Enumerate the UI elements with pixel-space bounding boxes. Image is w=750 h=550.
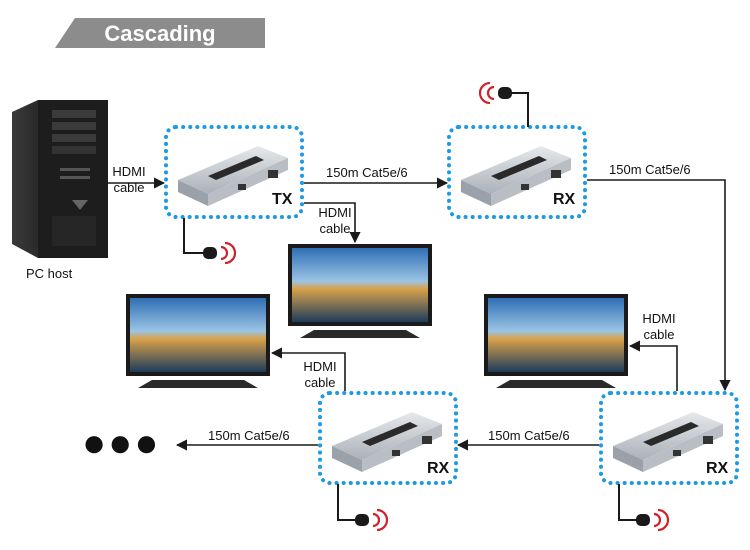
pc-host-icon (12, 100, 108, 258)
tv-right (484, 294, 628, 388)
tv-left (126, 294, 270, 388)
rx3-to-tv-line1: HDMI (642, 311, 676, 326)
arrow-tx-to-tv (304, 202, 361, 244)
rx3-to-tv-cable-label: HDMI cable (636, 311, 682, 343)
ir-sensor-tx (183, 218, 237, 265)
title-text: Cascading (104, 21, 216, 46)
rx2-to-more-cable-label: 150m Cat5e/6 (208, 428, 290, 443)
rx2-to-tv-line1: HDMI (303, 359, 337, 374)
rx3-label: RX (706, 460, 729, 477)
tv-top-center (288, 244, 432, 338)
more-devices-indicator: ●●● (82, 421, 161, 465)
ir-sensor-rx1 (478, 81, 529, 127)
rx2-dotted-frame (318, 391, 458, 485)
pc-to-tx-line2: cable (113, 180, 145, 195)
tx-to-tv-cable-label: HDMI cable (312, 205, 358, 237)
tx-to-tv-line1: HDMI (318, 205, 352, 220)
pc-to-tx-line1: HDMI (112, 164, 146, 179)
tx-device-icon (178, 146, 288, 206)
rx1-label: RX (553, 191, 576, 208)
rx2-to-tv-line2: cable (304, 375, 336, 390)
rx1-device-icon (461, 146, 571, 206)
ir-sensor-rx3 (618, 484, 670, 532)
pc-host-label: PC host (26, 266, 73, 281)
arrow-rx1-to-rx3 (587, 179, 731, 392)
pc-to-tx-cable-label: HDMI cable (106, 164, 152, 196)
tx-to-rx1-cable-label: 150m Cat5e/6 (326, 165, 408, 180)
rx3-dotted-frame (599, 391, 739, 485)
rx2-device-icon (332, 412, 442, 472)
arrow-rx2-to-tv (270, 347, 346, 391)
rx3-to-tv-line2: cable (643, 327, 675, 342)
rx1-dotted-frame (447, 125, 587, 219)
tx-to-tv-line2: cable (319, 221, 351, 236)
rx3-device-icon (613, 412, 723, 472)
ir-sensor-rx2 (337, 484, 389, 532)
rx1-to-rx3-cable-label: 150m Cat5e/6 (609, 162, 691, 177)
title-banner (55, 18, 265, 48)
rx2-to-tv-cable-label: HDMI cable (297, 359, 343, 391)
tx-dotted-frame (164, 125, 304, 219)
rx3-to-rx2-cable-label: 150m Cat5e/6 (488, 428, 570, 443)
rx2-label: RX (427, 460, 450, 477)
arrow-rx3-to-tv (628, 340, 678, 391)
tx-label: TX (272, 191, 293, 208)
